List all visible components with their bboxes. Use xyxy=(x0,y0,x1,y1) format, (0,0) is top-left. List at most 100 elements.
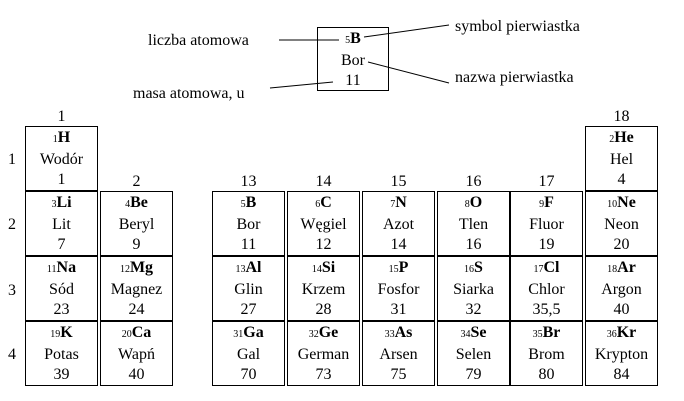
element-mass: 1 xyxy=(57,171,66,188)
element-name: Glin xyxy=(234,281,263,298)
element-mass: 24 xyxy=(128,301,145,318)
element-symbol: He xyxy=(614,129,634,146)
element-name: Tlen xyxy=(458,216,489,233)
element-mass: 27 xyxy=(240,301,257,318)
element-name: Krypton xyxy=(594,346,649,363)
atomic-number: 9 xyxy=(539,199,545,210)
element-symbol: F xyxy=(544,194,554,211)
element-name: Hel xyxy=(609,151,634,168)
element-name: Lit xyxy=(52,216,71,233)
element-cell-C: 6C Węgiel 12 xyxy=(287,191,360,256)
element-name: Sód xyxy=(49,281,74,298)
atomic-number: 5 xyxy=(240,199,246,210)
element-symbol: Si xyxy=(321,259,336,276)
element-symbol: Li xyxy=(56,194,72,211)
element-cell-Si: 14Si Krzem 28 xyxy=(287,256,360,321)
legend-example-symbol: B xyxy=(350,30,361,47)
group-header-18: 18 xyxy=(613,108,630,125)
element-cell-He: 2He Hel 4 xyxy=(585,126,658,191)
element-mass: 9 xyxy=(132,236,141,253)
atomic-number: 15 xyxy=(388,264,399,275)
atomic-number: 14 xyxy=(311,264,322,275)
element-symbol: H xyxy=(57,129,71,146)
atomic-number: 34 xyxy=(460,329,471,340)
element-symbol: B xyxy=(245,194,257,211)
element-cell-Ge: 32Ge German 73 xyxy=(287,321,360,386)
element-cell-B: 5B Bor 11 xyxy=(212,191,285,256)
element-name: Chlor xyxy=(528,281,565,298)
element-mass: 12 xyxy=(315,236,332,253)
element-cell-Se: 34Se Selen 79 xyxy=(437,321,510,386)
atomic-number: 20 xyxy=(121,329,132,340)
element-cell-H: 1H Wodór 1 xyxy=(25,126,98,191)
element-name: Węgiel xyxy=(300,216,347,233)
element-cell-N: 7N Azot 14 xyxy=(362,191,435,256)
atomic-number: 13 xyxy=(235,264,246,275)
element-name: Wapń xyxy=(118,346,155,363)
element-mass: 31 xyxy=(390,301,407,318)
legend-mass-label: masa atomowa, u xyxy=(133,85,245,102)
element-name: Gal xyxy=(236,346,261,363)
element-mass: 70 xyxy=(240,366,257,383)
atomic-number: 32 xyxy=(308,329,319,340)
element-name: Azot xyxy=(382,216,415,233)
element-symbol: Cl xyxy=(543,259,560,276)
atomic-number: 11 xyxy=(46,264,57,275)
element-mass: 35,5 xyxy=(532,301,561,318)
element-symbol: C xyxy=(320,194,332,211)
legend-symbol-label: symbol pierwiastka xyxy=(455,18,580,35)
element-cell-K: 19K Potas 39 xyxy=(25,321,98,386)
element-symbol: Na xyxy=(56,259,77,276)
element-mass: 39 xyxy=(53,366,70,383)
element-symbol: O xyxy=(469,194,483,211)
element-symbol: Al xyxy=(245,259,262,276)
element-name: Fosfor xyxy=(377,281,420,298)
atomic-number: 3 xyxy=(51,199,57,210)
atomic-number: 2 xyxy=(609,134,615,145)
element-mass: 20 xyxy=(613,236,630,253)
element-cell-Ne: 10Ne Neon 20 xyxy=(585,191,658,256)
element-symbol: Ne xyxy=(617,194,636,211)
element-cell-Ar: 18Ar Argon 40 xyxy=(585,256,658,321)
element-name: Siarka xyxy=(453,281,494,298)
element-symbol: P xyxy=(398,259,409,276)
element-symbol: As xyxy=(394,324,413,341)
element-mass: 80 xyxy=(538,366,555,383)
period-label-1: 1 xyxy=(8,151,16,168)
element-mass: 73 xyxy=(315,366,332,383)
element-cell-Kr: 36Kr Krypton 84 xyxy=(585,321,658,386)
legend-example-mass: 11 xyxy=(345,72,361,89)
atomic-number: 17 xyxy=(533,264,544,275)
group-header-17: 17 xyxy=(538,173,555,190)
element-symbol: S xyxy=(474,259,483,276)
element-cell-S: 16S Siarka 32 xyxy=(437,256,510,321)
period-label-3: 3 xyxy=(8,282,16,299)
element-name: Beryl xyxy=(118,216,155,233)
group-header-16: 16 xyxy=(465,173,482,190)
atomic-number: 12 xyxy=(119,264,130,275)
element-name: Argon xyxy=(601,281,642,298)
element-mass: 40 xyxy=(613,301,630,318)
atomic-number: 18 xyxy=(607,264,618,275)
atomic-number: 19 xyxy=(50,329,61,340)
element-name: German xyxy=(297,346,350,363)
element-mass: 28 xyxy=(315,301,332,318)
legend-example-cell: 5B Bor 11 xyxy=(317,27,389,91)
element-cell-As: 33As Arsen 75 xyxy=(362,321,435,386)
legend-atomic-number-label: liczba atomowa xyxy=(148,32,249,49)
atomic-number: 6 xyxy=(315,199,321,210)
atomic-number: 8 xyxy=(464,199,470,210)
element-cell-F: 9F Fluor 19 xyxy=(510,191,583,256)
element-symbol: Mg xyxy=(129,259,154,276)
element-mass: 23 xyxy=(53,301,70,318)
element-cell-Li: 3Li Lit 7 xyxy=(25,191,98,256)
element-cell-Na: 11Na Sód 23 xyxy=(25,256,98,321)
element-cell-Ca: 20Ca Wapń 40 xyxy=(100,321,173,386)
element-mass: 7 xyxy=(57,236,66,253)
element-symbol: Ge xyxy=(318,324,339,341)
group-header-13: 13 xyxy=(240,173,257,190)
element-name: Magnez xyxy=(110,281,163,298)
atomic-number: 31 xyxy=(233,329,244,340)
atomic-number: 36 xyxy=(606,329,617,340)
